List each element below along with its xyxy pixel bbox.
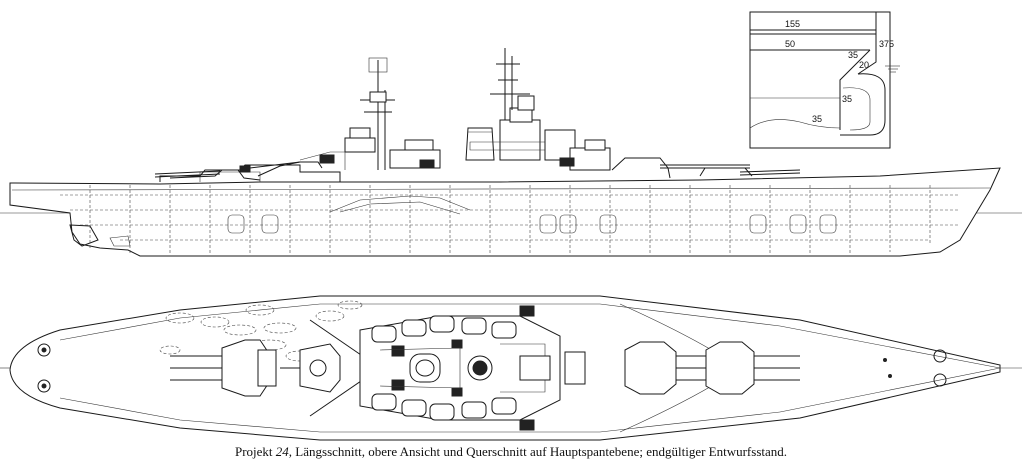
caption-text: , Längsschnitt, obere Ansicht und Quersc… [288, 444, 788, 459]
caption-number: 24 [275, 444, 289, 459]
thickness-35-belt: 35 [842, 94, 852, 104]
thickness-35-upper: 35 [848, 50, 858, 60]
thickness-50: 50 [785, 39, 795, 49]
cross-section-inset: 155 50 35 20 35 35 375 [749, 11, 900, 149]
thickness-155: 155 [785, 19, 800, 29]
figure-caption: Projekt 24, Längsschnitt, obere Ansicht … [0, 444, 1022, 460]
thickness-20: 20 [859, 60, 869, 70]
aft-turrets [170, 339, 341, 397]
side-profile [0, 48, 1022, 257]
thickness-375: 375 [879, 39, 894, 49]
top-view [0, 295, 1022, 441]
thickness-35-bottom: 35 [812, 114, 822, 124]
caption-prefix: Projekt [234, 444, 276, 459]
forward-turrets [624, 341, 800, 395]
superstructure [154, 48, 801, 182]
central-superstructure [309, 305, 586, 431]
